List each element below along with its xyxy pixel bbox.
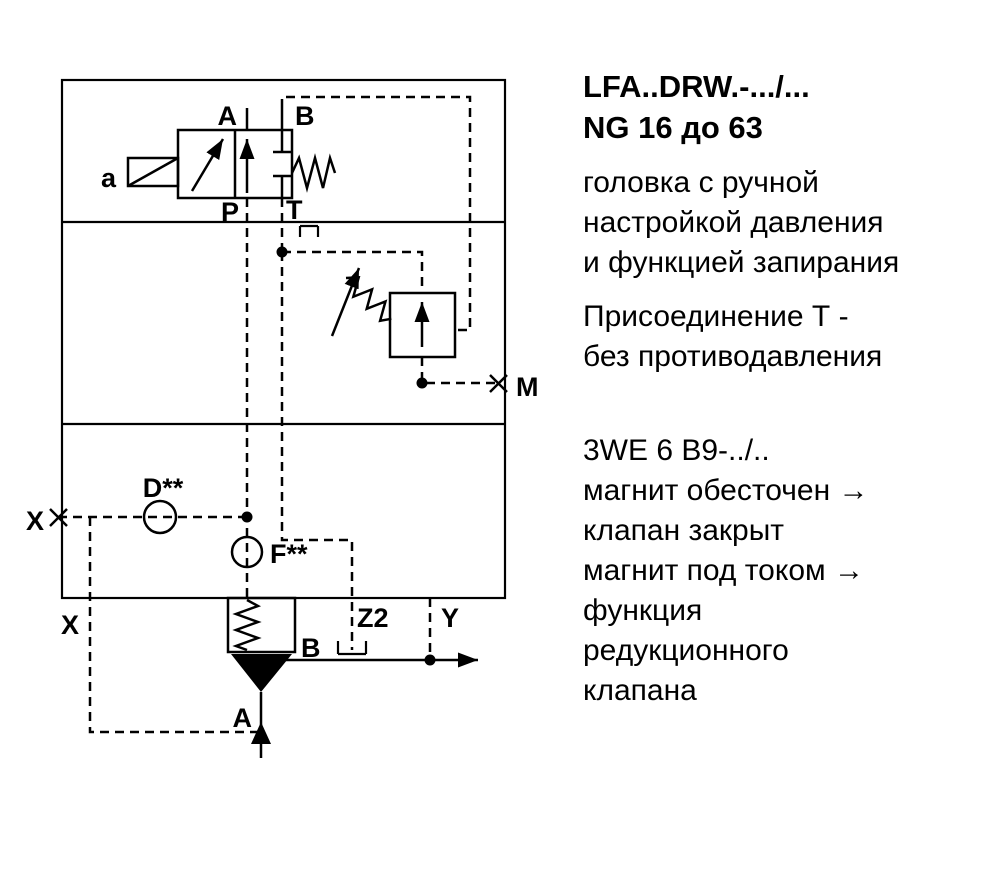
- port-label-x-bottom: X: [61, 610, 79, 640]
- text-line: Присоединение Т -: [583, 300, 849, 333]
- text-line: клапан закрыт: [583, 514, 785, 547]
- solenoid-icon: [126, 156, 180, 188]
- crossed-flow-arrow: [190, 138, 225, 192]
- port-label-p: P: [221, 197, 239, 227]
- port-label-z2: Z2: [357, 603, 389, 633]
- return-spring-icon: [290, 153, 337, 193]
- spring-chamber: [226, 596, 297, 654]
- text-line: функция: [583, 594, 703, 627]
- cross-line: [49, 508, 68, 527]
- t-port-plug-symbol: [298, 224, 320, 237]
- junction-dot: [241, 511, 253, 523]
- port-label-t: T: [286, 195, 303, 225]
- pilot-line-b: [280, 95, 472, 332]
- junction-dot: [276, 246, 288, 258]
- port-label-x-left: X: [26, 506, 44, 536]
- pilot-lines: [58, 95, 498, 734]
- pilot-line-x-bottom: [88, 517, 261, 734]
- port-label-m: M: [516, 372, 539, 402]
- pressure-spring-icon: [345, 275, 392, 323]
- text-line: редукционного: [583, 634, 789, 667]
- solenoid-diagonal: [127, 156, 179, 188]
- port-x-plug-mark: [49, 508, 68, 527]
- text-line: настройкой давления: [583, 206, 884, 239]
- pilot-pressure-valve: [330, 267, 457, 359]
- pilot-line-z2: [280, 252, 354, 650]
- flow-arrow-up: [251, 722, 271, 744]
- text-line: 3WE 6 B9-../..: [583, 434, 770, 467]
- drain-line-m: [420, 357, 498, 385]
- pilot-line-to-relief-valve: [282, 250, 424, 293]
- text-line: магнит под током →: [583, 554, 864, 587]
- port-label-b-main: B: [301, 633, 321, 663]
- port-label-b-pilot: B: [295, 101, 315, 131]
- description-paragraph-1: головка с ручной настройкой давления и ф…: [583, 163, 993, 283]
- spring-zigzag: [345, 275, 392, 323]
- junction-dot: [416, 377, 428, 389]
- port-m-plug-mark: [489, 374, 508, 393]
- orifice-f-icon: [230, 535, 264, 569]
- description-paragraph-2: Присоединение Т - без противодавления: [583, 297, 993, 377]
- main-cartridge-valve: [226, 596, 297, 692]
- text-line: без противодавления: [583, 340, 883, 373]
- pilot-directional-valve: [126, 108, 337, 237]
- model-code-line: LFA..DRW.-.../...: [583, 69, 810, 104]
- valve-body: [388, 291, 457, 359]
- main-spring-icon: [232, 598, 262, 652]
- orifice-f-label: F**: [270, 539, 308, 569]
- size-range-line: NG 16 до 63: [583, 110, 763, 145]
- text-line: клапана: [583, 674, 697, 707]
- description-paragraph-3: 3WE 6 B9-../.. магнит обесточен → клапан…: [583, 431, 993, 711]
- text-line: и функцией запирания: [583, 246, 900, 279]
- port-label-y: Y: [441, 603, 459, 633]
- text-line: головка с ручной: [583, 166, 819, 199]
- orifice-d-icon: [142, 499, 178, 535]
- cross-line: [489, 374, 508, 393]
- port-label-a-pilot: A: [218, 101, 238, 131]
- description-panel: LFA..DRW.-.../... NG 16 до 63 головка с …: [583, 66, 993, 711]
- z2-plug-symbol: [336, 641, 368, 656]
- text-line: магнит обесточен →: [583, 474, 869, 507]
- poppet-icon: [231, 654, 292, 692]
- manual-adjustment-arrow: [330, 267, 361, 337]
- port-label-a-main: A: [233, 703, 253, 733]
- orifice-d-label: D**: [143, 473, 184, 503]
- junction-dots: [241, 246, 436, 666]
- solenoid-label: a: [101, 163, 117, 193]
